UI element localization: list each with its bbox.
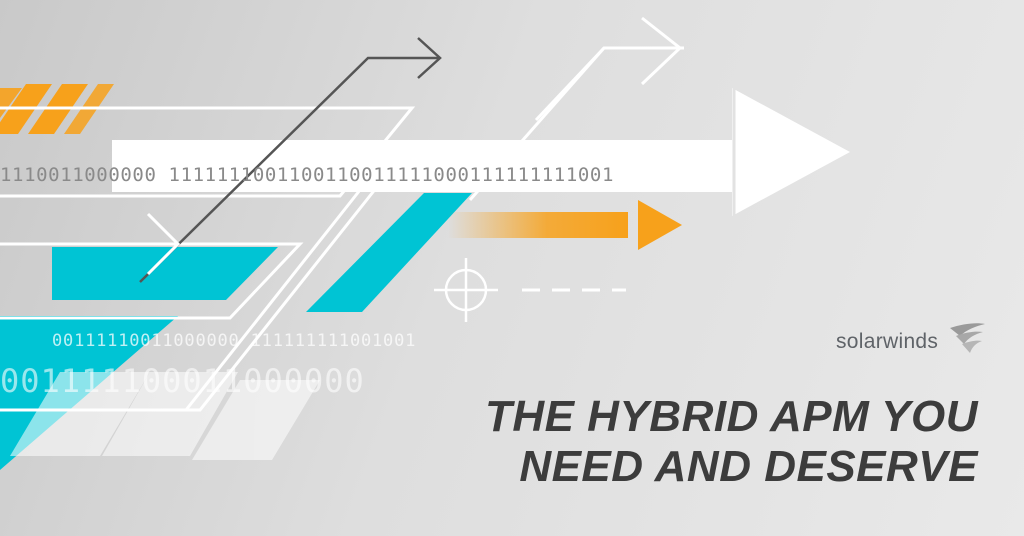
headline: THE HYBRID APM YOU NEED AND DESERVE bbox=[485, 392, 978, 492]
headline-line-1: THE HYBRID APM YOU bbox=[484, 392, 978, 441]
binary-bar-text: 1110011000000 11111110011001100111110001… bbox=[0, 164, 614, 186]
big-white-arrow bbox=[112, 88, 850, 216]
headline-line-2: NEED AND DESERVE bbox=[519, 442, 978, 491]
logo-wordmark: solarwinds bbox=[836, 330, 939, 353]
binary-row-large: 001111100011000000 bbox=[0, 362, 365, 400]
dark-line-arrow bbox=[139, 37, 442, 283]
binary-row-middle: 00111110011000000 111111111001001 bbox=[52, 331, 416, 351]
solarwinds-logo[interactable]: solarwinds bbox=[836, 322, 985, 362]
crosshair-icon bbox=[434, 258, 498, 322]
orange-arrow bbox=[448, 200, 682, 250]
solarwinds-bird-icon bbox=[948, 322, 986, 363]
faded-panels bbox=[10, 372, 320, 460]
white-line-arrow bbox=[0, 212, 181, 276]
